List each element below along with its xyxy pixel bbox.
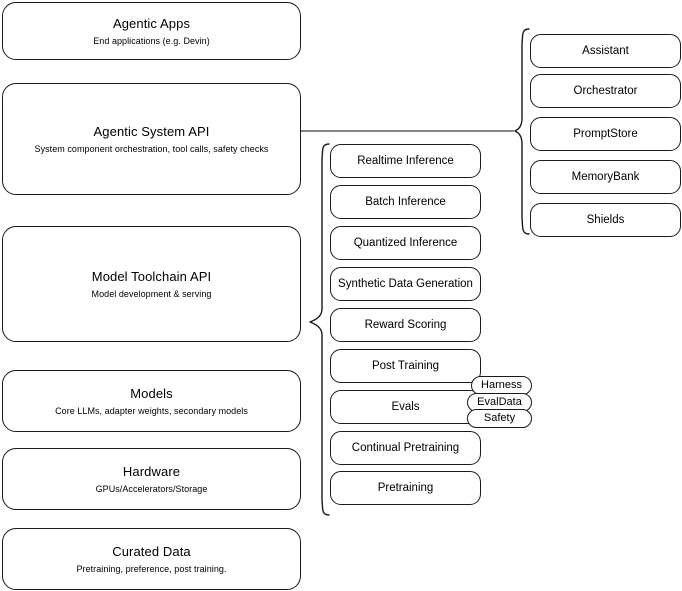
capability-label: Batch Inference [365,196,446,208]
system-component-label: Assistant [582,45,629,57]
layer-models[interactable]: Models Core LLMs, adapter weights, secon… [2,370,301,432]
capability-label: Continual Pretraining [351,442,460,454]
layer-subtitle: Model development & serving [91,288,212,299]
layer-title: Model Toolchain API [91,268,212,284]
layer-title: Curated Data [112,543,191,559]
system-component-assistant[interactable]: Assistant [530,34,681,68]
layer-subtitle: System component orchestration, tool cal… [34,143,269,154]
layer-title: Agentic Apps [112,15,191,31]
eval-badge-safety[interactable]: Safety [467,409,532,428]
layer-title: Agentic System API [93,123,210,139]
layer-subtitle: Pretraining, preference, post training. [76,563,227,574]
capability-quantized-inference[interactable]: Quantized Inference [330,226,481,260]
layer-agentic-system-api[interactable]: Agentic System API System component orch… [2,83,301,195]
layer-hardware[interactable]: Hardware GPUs/Accelerators/Storage [2,448,301,510]
eval-badge-label: Safety [483,412,516,424]
layer-agentic-apps[interactable]: Agentic Apps End applications (e.g. Devi… [2,2,301,60]
capability-post-training[interactable]: Post Training [330,349,481,383]
capability-evals[interactable]: Evals [330,390,481,424]
capability-label: Realtime Inference [357,155,454,167]
system-component-orchestrator[interactable]: Orchestrator [530,74,681,108]
layer-model-toolchain-api[interactable]: Model Toolchain API Model development & … [2,226,301,342]
capability-synthetic-data-generation[interactable]: Synthetic Data Generation [330,267,481,301]
capability-realtime-inference[interactable]: Realtime Inference [330,144,481,178]
layer-title: Models [130,385,173,401]
capability-pretraining[interactable]: Pretraining [330,471,481,505]
system-component-label: Orchestrator [573,85,638,97]
capability-label: Pretraining [377,482,434,494]
capability-batch-inference[interactable]: Batch Inference [330,185,481,219]
system-component-label: Shields [586,214,625,226]
capability-label: Post Training [371,360,440,372]
capability-label: Synthetic Data Generation [338,278,473,290]
layer-title: Hardware [122,463,181,479]
system-component-promptstore[interactable]: PromptStore [530,117,681,151]
system-component-label: PromptStore [573,128,638,140]
layer-curated-data[interactable]: Curated Data Pretraining, preference, po… [2,528,301,590]
capability-label: Evals [391,401,420,413]
system-components-brace [514,28,530,235]
system-component-memorybank[interactable]: MemoryBank [530,160,681,194]
layer-subtitle: GPUs/Accelerators/Storage [95,483,208,494]
layer-subtitle: Core LLMs, adapter weights, secondary mo… [55,405,248,416]
eval-badge-label: EvalData [477,396,522,408]
capability-continual-pretraining[interactable]: Continual Pretraining [330,431,481,465]
eval-badge-label: Harness [481,379,522,391]
layer-subtitle: End applications (e.g. Devin) [93,35,210,46]
capability-label: Reward Scoring [364,319,447,331]
capability-label: Quantized Inference [353,237,458,249]
system-component-label: MemoryBank [571,171,640,183]
capability-reward-scoring[interactable]: Reward Scoring [330,308,481,342]
system-component-shields[interactable]: Shields [530,203,681,237]
toolchain-capabilities-brace [309,143,330,516]
